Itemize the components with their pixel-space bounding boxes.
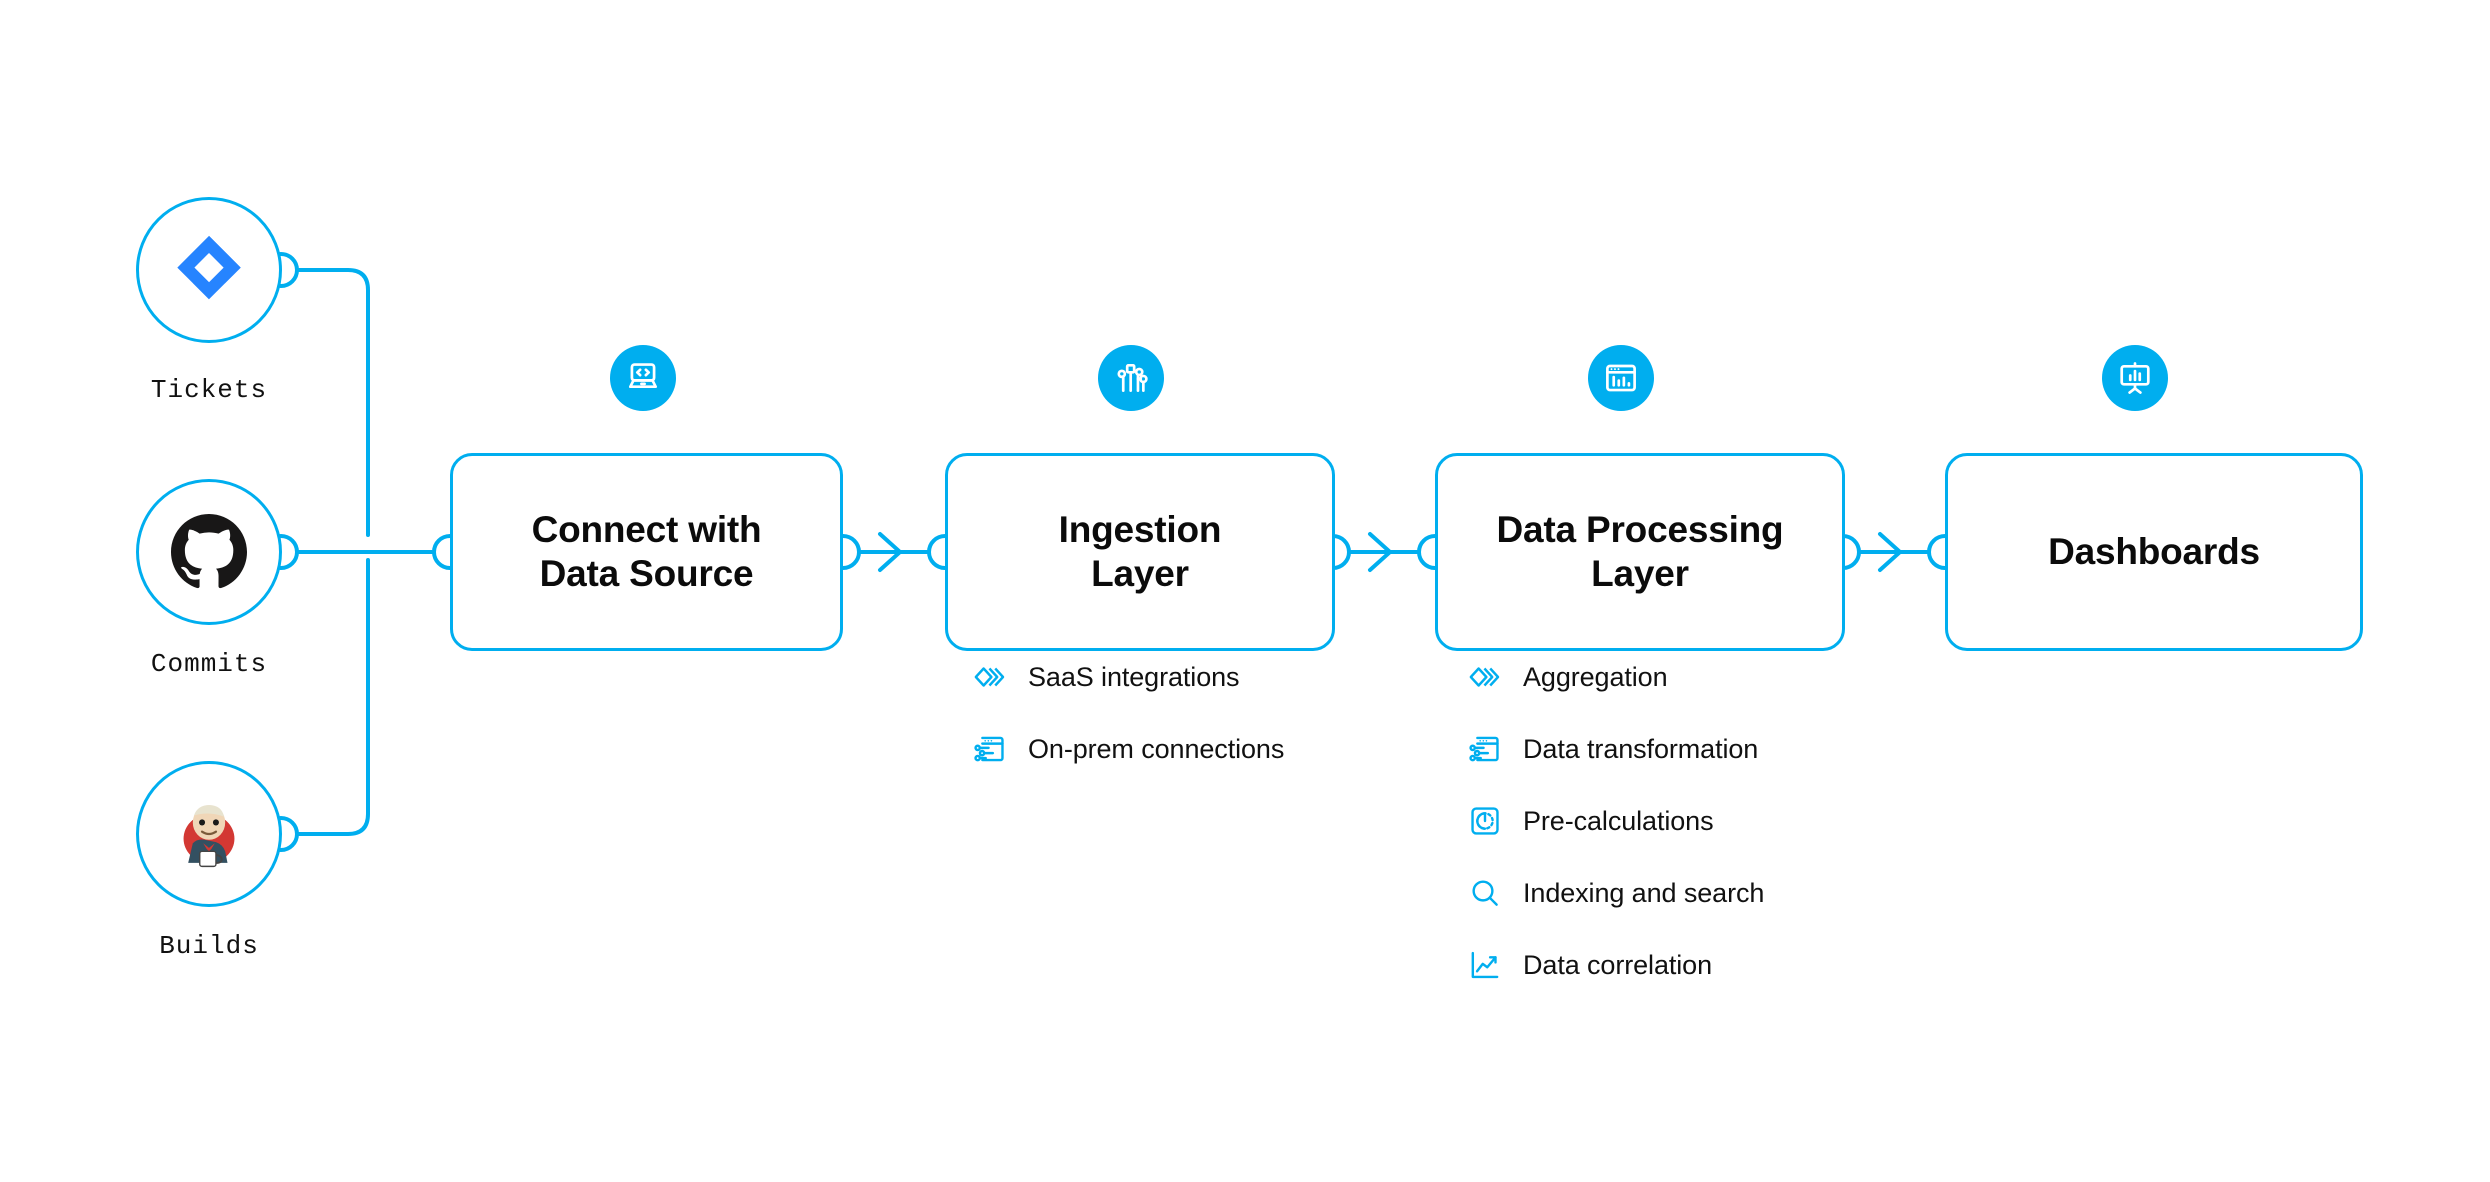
laptop-code-icon <box>624 359 662 397</box>
list-item-label: On-prem connections <box>1028 733 1285 764</box>
list-item-label: Data correlation <box>1523 949 1712 980</box>
feature-list-data-processing-layer: Aggregation Data transformation <box>1467 654 1764 1014</box>
stage-box-ingestion-layer[interactable]: Ingestion Layer <box>945 453 1335 651</box>
stage-badge-data-processing-layer <box>1588 345 1654 411</box>
list-item-label: Aggregation <box>1523 661 1668 692</box>
jenkins-icon <box>172 797 246 871</box>
stage-title-connect-with-data-source: Connect with Data Source <box>531 509 762 594</box>
list-item: Indexing and search <box>1467 870 1764 916</box>
stage-title-ingestion-layer: Ingestion Layer <box>1058 509 1222 594</box>
source-node-tickets[interactable] <box>136 197 282 343</box>
jira-icon <box>170 231 248 309</box>
list-item: Data correlation <box>1467 942 1764 988</box>
stage-title-dashboards: Dashboards <box>2048 531 2260 573</box>
list-item: Aggregation <box>1467 654 1764 700</box>
window-sliders-icon <box>972 731 1008 767</box>
window-barchart-icon <box>1602 359 1640 397</box>
list-item-label: Pre-calculations <box>1523 805 1714 836</box>
presentation-chart-icon <box>2116 359 2154 397</box>
line-chart-icon <box>1467 947 1503 983</box>
stage-box-connect-with-data-source[interactable]: Connect with Data Source <box>450 453 843 651</box>
source-node-builds[interactable] <box>136 761 282 907</box>
list-item-label: Data transformation <box>1523 733 1759 764</box>
source-label-builds: Builds <box>159 931 259 961</box>
search-icon <box>1467 875 1503 911</box>
list-item: SaaS integrations <box>972 654 1284 700</box>
chevrons-layers-icon <box>1467 659 1503 695</box>
stage-box-data-processing-layer[interactable]: Data Processing Layer <box>1435 453 1845 651</box>
stage-title-data-processing-layer: Data Processing Layer <box>1496 509 1784 594</box>
gauge-square-icon <box>1467 803 1503 839</box>
list-item: Data transformation <box>1467 726 1764 772</box>
list-item: On-prem connections <box>972 726 1284 772</box>
github-icon <box>171 514 247 590</box>
stage-badge-connect-with-data-source <box>610 345 676 411</box>
list-item: Pre-calculations <box>1467 798 1764 844</box>
source-label-commits: Commits <box>150 649 268 679</box>
circuit-nodes-icon <box>1112 359 1150 397</box>
source-node-commits[interactable] <box>136 479 282 625</box>
stage-box-dashboards[interactable]: Dashboards <box>1945 453 2363 651</box>
stage-badge-dashboards <box>2102 345 2168 411</box>
chevrons-layers-icon <box>972 659 1008 695</box>
source-label-tickets: Tickets <box>150 375 268 405</box>
stage-badge-ingestion-layer <box>1098 345 1164 411</box>
list-item-label: SaaS integrations <box>1028 661 1240 692</box>
window-sliders-icon <box>1467 731 1503 767</box>
list-item-label: Indexing and search <box>1523 877 1765 908</box>
feature-list-ingestion-layer: SaaS integrations On-prem connections <box>972 654 1284 798</box>
